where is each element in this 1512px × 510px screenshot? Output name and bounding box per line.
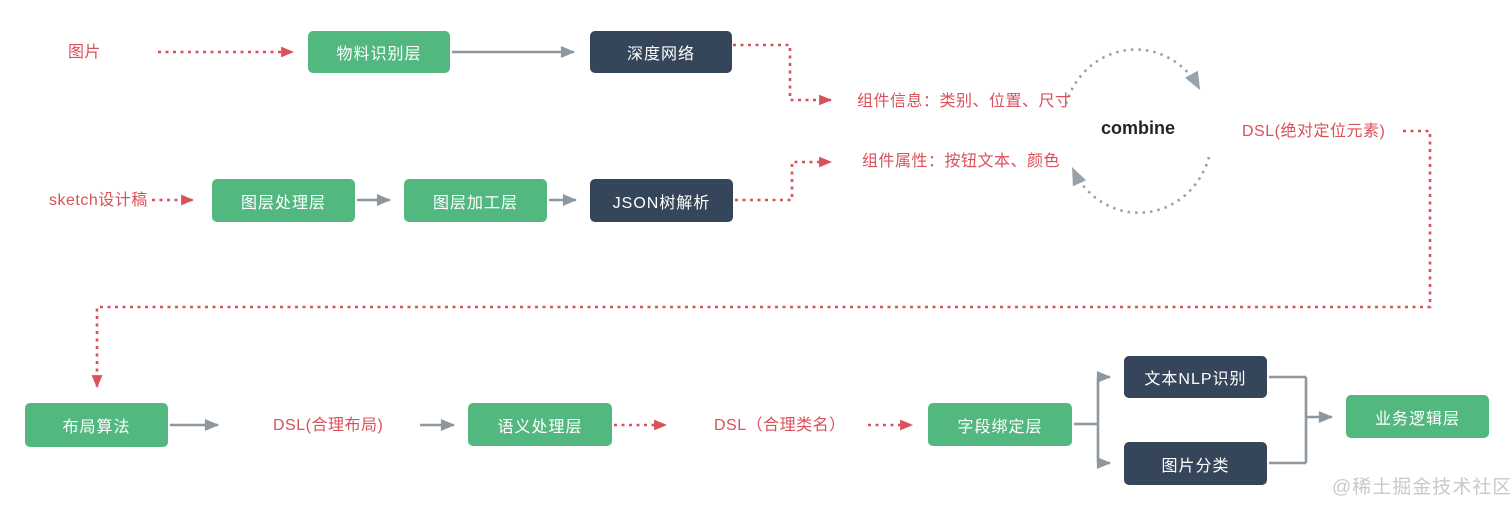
image-classify-box: 图片分类 bbox=[1124, 442, 1267, 485]
gray-solid-connectors bbox=[170, 46, 1334, 469]
dsl-absolute-label: DSL(绝对定位元素) bbox=[1242, 123, 1386, 140]
sketch-input-label: sketch设计稿 bbox=[49, 192, 148, 209]
red-dotted-connectors bbox=[91, 43, 1432, 431]
material-recognition-layer-box: 物料识别层 bbox=[308, 31, 450, 73]
dsl-classname-label: DSL（合理类名） bbox=[714, 417, 846, 434]
layout-algorithm-box: 布局算法 bbox=[25, 403, 168, 447]
component-info-label: 组件信息：类别、位置、尺寸 bbox=[857, 93, 1072, 110]
input-image-label: 图片 bbox=[68, 44, 102, 61]
field-binding-layer-box: 字段绑定层 bbox=[928, 403, 1072, 446]
json-tree-parse-box: JSON树解析 bbox=[590, 179, 733, 222]
combine-label: combine bbox=[1100, 118, 1175, 138]
layer-process-box: 图层处理层 bbox=[212, 179, 355, 222]
combine-cycle-arcs bbox=[1064, 48, 1211, 215]
layer-refine-box: 图层加工层 bbox=[404, 179, 547, 222]
deep-network-box: 深度网络 bbox=[590, 31, 732, 73]
business-logic-layer-box: 业务逻辑层 bbox=[1346, 395, 1489, 438]
dsl-layout-label: DSL(合理布局) bbox=[273, 417, 384, 434]
semantic-layer-box: 语义处理层 bbox=[468, 403, 612, 446]
text-nlp-box: 文本NLP识别 bbox=[1124, 356, 1267, 398]
component-attr-label: 组件属性：按钮文本、颜色 bbox=[862, 153, 1061, 170]
watermark: @稀土掘金技术社区 bbox=[1332, 477, 1512, 498]
